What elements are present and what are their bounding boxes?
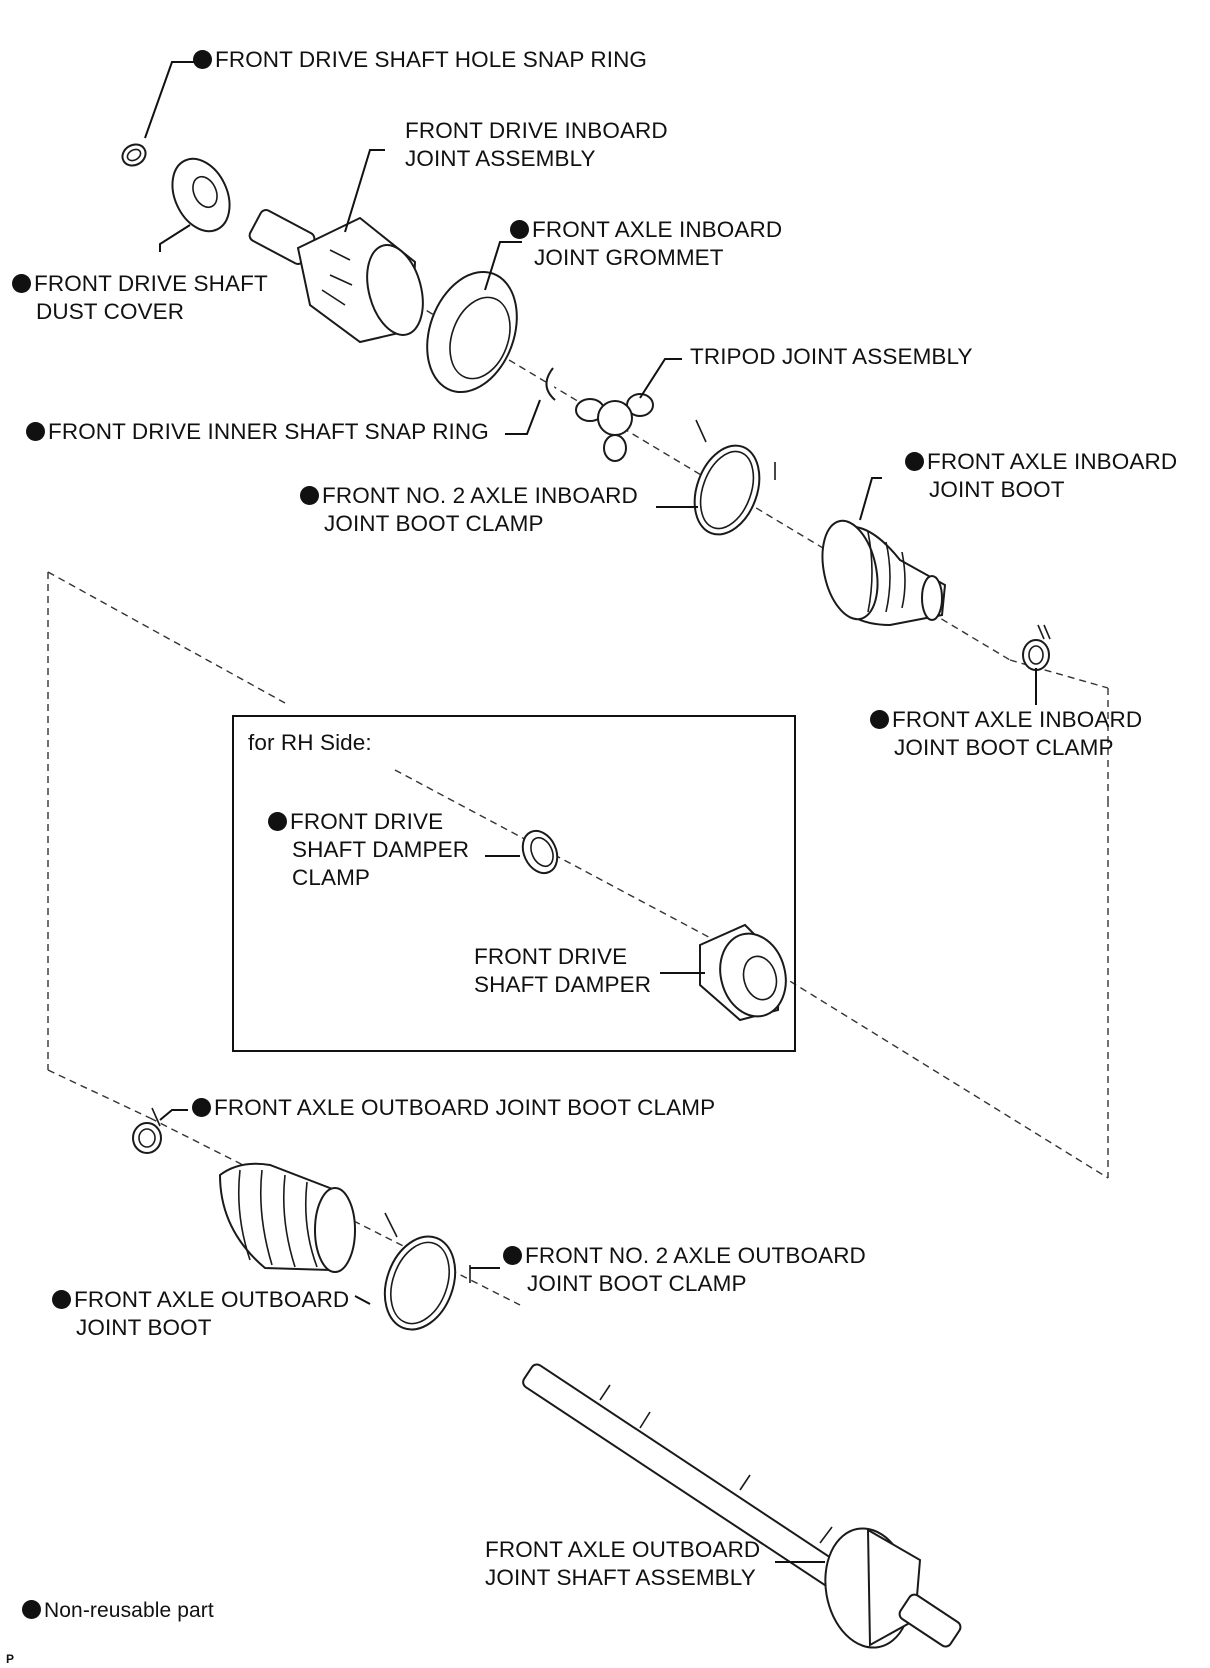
- label-hole-snap-ring: FRONT DRIVE SHAFT HOLE SNAP RING: [193, 46, 647, 74]
- label-line: FRONT AXLE INBOARD: [927, 449, 1178, 474]
- label-line: TRIPOD JOINT ASSEMBLY: [690, 344, 973, 369]
- inboard-joint-grommet-shape: [426, 270, 518, 394]
- label-line: FRONT NO. 2 AXLE OUTBOARD: [525, 1243, 866, 1268]
- label-inner-shaft-snap-ring: FRONT DRIVE INNER SHAFT SNAP RING: [26, 418, 489, 446]
- dust-cover-shape: [171, 157, 231, 233]
- label-line: FRONT DRIVE SHAFT HOLE SNAP RING: [215, 47, 648, 72]
- damper-clamp-shape: [521, 829, 559, 875]
- label-no2-inboard-boot-clamp: FRONT NO. 2 AXLE INBOARD JOINT BOOT CLAM…: [300, 482, 638, 538]
- hole-snap-ring-shape: [121, 143, 147, 167]
- nonreusable-bullet-icon: [12, 274, 31, 293]
- label-line: FRONT AXLE OUTBOARD: [74, 1287, 350, 1312]
- label-outboard-joint-boot: FRONT AXLE OUTBOARD JOINT BOOT: [52, 1286, 349, 1342]
- label-line: FRONT AXLE INBOARD: [532, 217, 783, 242]
- label-no2-outboard-boot-clamp: FRONT NO. 2 AXLE OUTBOARD JOINT BOOT CLA…: [503, 1242, 866, 1298]
- label-shaft-damper: FRONT DRIVE SHAFT DAMPER: [474, 943, 651, 999]
- nonreusable-bullet-icon: [905, 452, 924, 471]
- shaft-damper-shape: [699, 923, 787, 1022]
- inset-title-text: for RH Side:: [248, 730, 372, 755]
- label-line: FRONT DRIVE: [290, 809, 444, 834]
- no2-outboard-boot-clamp-shape: [383, 1212, 471, 1331]
- nonreusable-bullet-icon: [193, 50, 212, 69]
- nonreusable-bullet-icon: [192, 1098, 211, 1117]
- label-outboard-boot-clamp: FRONT AXLE OUTBOARD JOINT BOOT CLAMP: [192, 1094, 715, 1122]
- nonreusable-bullet-icon: [22, 1600, 41, 1619]
- nonreusable-bullet-icon: [503, 1246, 522, 1265]
- nonreusable-bullet-icon: [52, 1290, 71, 1309]
- inboard-joint-boot-shape: [821, 519, 947, 627]
- nonreusable-bullet-icon: [510, 220, 529, 239]
- label-damper-clamp: FRONT DRIVE SHAFT DAMPER CLAMP: [268, 808, 469, 892]
- inner-shaft-snap-ring-shape: [545, 367, 556, 401]
- nonreusable-bullet-icon: [870, 710, 889, 729]
- label-line: FRONT AXLE OUTBOARD: [485, 1537, 761, 1562]
- label-line: DUST COVER: [36, 299, 185, 324]
- inboard-boot-clamp-shape: [1022, 624, 1051, 671]
- label-line: JOINT SHAFT ASSEMBLY: [485, 1565, 756, 1590]
- inboard-joint-assembly-shape: [248, 209, 424, 344]
- figure-code: P: [6, 1652, 15, 1666]
- label-inboard-joint-boot: FRONT AXLE INBOARD JOINT BOOT: [905, 448, 1177, 504]
- no2-inboard-boot-clamp-shape: [693, 419, 776, 536]
- label-dust-cover: FRONT DRIVE SHAFT DUST COVER: [12, 270, 268, 326]
- legend: Non-reusable part: [22, 1597, 214, 1625]
- label-line: JOINT BOOT CLAMP: [527, 1271, 747, 1296]
- label-line: FRONT AXLE INBOARD: [892, 707, 1143, 732]
- label-line: JOINT BOOT: [76, 1315, 212, 1340]
- label-inboard-joint-grommet: FRONT AXLE INBOARD JOINT GROMMET: [510, 216, 782, 272]
- label-inboard-joint-assembly: FRONT DRIVE INBOARD JOINT ASSEMBLY: [405, 117, 668, 173]
- label-inboard-boot-clamp: FRONT AXLE INBOARD JOINT BOOT CLAMP: [870, 706, 1142, 762]
- label-line: SHAFT DAMPER: [292, 837, 470, 862]
- inset-title: for RH Side:: [248, 729, 372, 757]
- label-line: FRONT DRIVE INBOARD: [405, 118, 668, 143]
- rh-side-inset-box: [232, 715, 796, 1052]
- tripod-joint-shape: [575, 393, 654, 462]
- outboard-joint-boot-shape: [218, 1162, 356, 1273]
- label-line: FRONT DRIVE INNER SHAFT SNAP RING: [48, 419, 489, 444]
- leader-lines: [144, 61, 1037, 1563]
- nonreusable-bullet-icon: [26, 422, 45, 441]
- label-line: JOINT BOOT CLAMP: [894, 735, 1114, 760]
- nonreusable-bullet-icon: [268, 812, 287, 831]
- nonreusable-bullet-icon: [300, 486, 319, 505]
- label-line: JOINT ASSEMBLY: [405, 146, 596, 171]
- label-tripod-joint: TRIPOD JOINT ASSEMBLY: [690, 343, 973, 371]
- label-line: FRONT NO. 2 AXLE INBOARD: [322, 483, 638, 508]
- label-line: SHAFT DAMPER: [474, 972, 652, 997]
- label-line: FRONT DRIVE SHAFT: [34, 271, 268, 296]
- label-line: JOINT BOOT: [929, 477, 1065, 502]
- outboard-boot-clamp-shape: [132, 1107, 162, 1154]
- label-line: FRONT DRIVE: [474, 944, 628, 969]
- label-line: JOINT GROMMET: [534, 245, 724, 270]
- label-line: FRONT AXLE OUTBOARD JOINT BOOT CLAMP: [214, 1095, 716, 1120]
- label-outboard-shaft-assembly: FRONT AXLE OUTBOARD JOINT SHAFT ASSEMBLY: [485, 1536, 760, 1592]
- label-line: JOINT BOOT CLAMP: [324, 511, 544, 536]
- label-line: CLAMP: [292, 865, 371, 890]
- legend-text: Non-reusable part: [44, 1599, 214, 1622]
- outboard-shaft-assembly-shape: [522, 1363, 962, 1649]
